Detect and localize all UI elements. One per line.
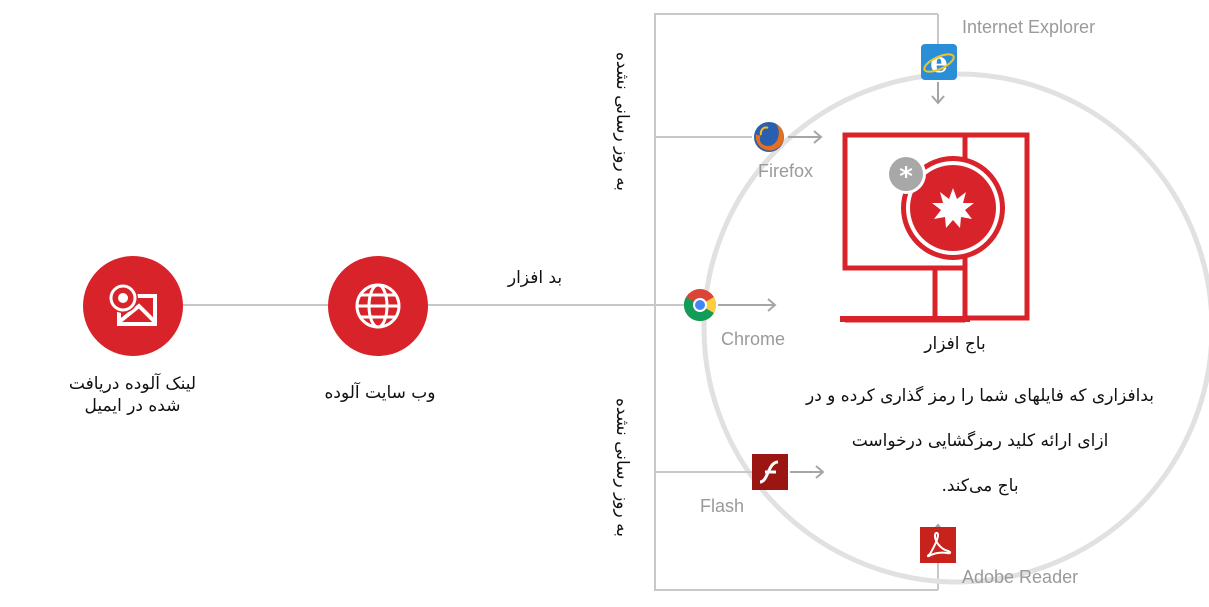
side-label-top: به روز رسانی نشده — [612, 52, 632, 191]
internet-explorer-label: Internet Explorer — [962, 17, 1096, 37]
infected-mail-icon — [108, 283, 157, 326]
adobe-reader-icon — [920, 527, 956, 563]
side-label-bottom: به روز رسانی نشده — [612, 398, 632, 537]
svg-text:*: * — [899, 162, 913, 192]
adobe-reader-label: Adobe Reader — [962, 567, 1079, 587]
globe-icon — [355, 283, 401, 329]
ransomware-title: باج افزار — [924, 334, 986, 354]
chrome-label: Chrome — [721, 329, 786, 349]
flash-label: Flash — [700, 496, 745, 516]
ransomware-description: بدافزاری که فایلهای شما را رمز گذاری کرد… — [805, 386, 1155, 496]
svg-text:e: e — [930, 46, 948, 79]
email-node — [83, 256, 183, 356]
firefox-label: Firefox — [758, 161, 814, 181]
flash-icon — [752, 454, 788, 490]
internet-explorer-icon: e — [921, 44, 957, 80]
chrome-icon — [683, 288, 717, 322]
email-node-label: لینک آلوده دریافت شده در ایمیل — [68, 374, 197, 416]
website-node-label: وب سایت آلوده — [324, 383, 436, 403]
malware-edge-label: بد افزار — [507, 268, 563, 288]
ransomware-monitor-icon: * — [840, 132, 1030, 323]
firefox-icon — [752, 120, 786, 154]
website-node — [328, 256, 428, 356]
